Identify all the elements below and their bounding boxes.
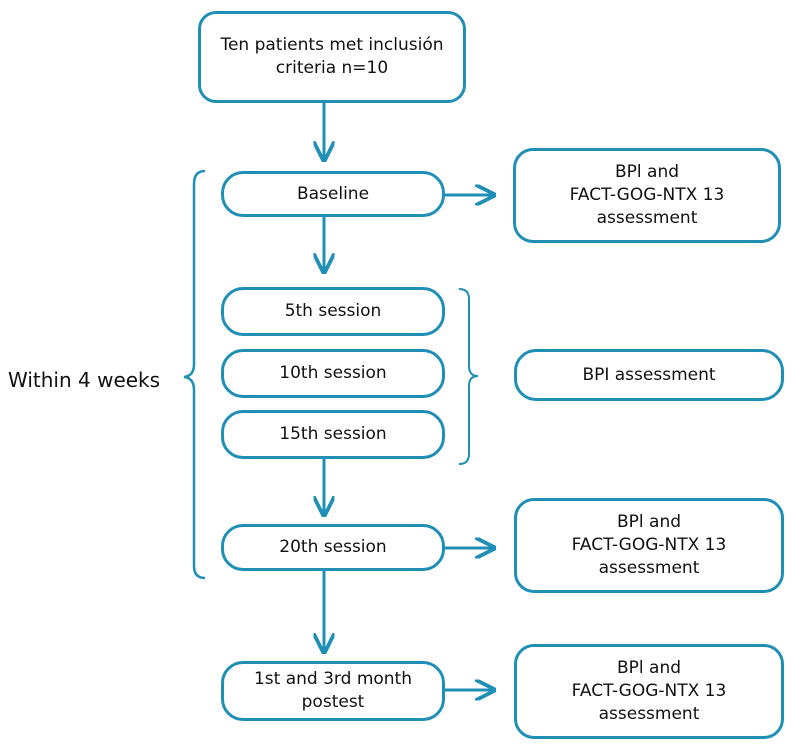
session-10-label: 10th session <box>279 363 387 383</box>
postest-line-2: postest <box>301 692 365 712</box>
session-5-label: 5th session <box>284 301 382 321</box>
assessment-3-line-3: assessment <box>598 558 700 578</box>
session-15-box: 15th session <box>221 410 445 459</box>
assessment-4-line-2: FACT-GOG-NTX 13 <box>571 681 727 701</box>
baseline-label: Baseline <box>296 183 370 204</box>
assessment-3-line-2: FACT-GOG-NTX 13 <box>571 535 727 555</box>
baseline-box: Baseline <box>221 171 445 217</box>
assessment-4-line-3: assessment <box>598 704 700 724</box>
bpi-assessment-box: BPI assessment <box>514 349 784 401</box>
bpi-assessment-label: BPI assessment <box>582 364 716 385</box>
assessment-3-line-1: BPl and <box>616 512 682 532</box>
assessment-4-line-1: BPl and <box>616 658 682 678</box>
session-15-label: 15th session <box>279 424 387 444</box>
session-20-label: 20th session <box>279 537 387 557</box>
within-4-weeks-label: Within 4 weeks <box>8 368 161 392</box>
assessment-1-line-1: BPl and <box>614 162 680 182</box>
assessment-1-line-2: FACT-GOG-NTX 13 <box>569 185 725 205</box>
start-line-2: criteria n=10 <box>275 58 389 78</box>
start-line-1: Ten patients met inclusión <box>220 35 444 55</box>
left-brace <box>183 169 206 580</box>
postest-box: 1st and 3rd month postest <box>221 661 445 721</box>
right-brace <box>458 288 479 465</box>
assessment-1-line-3: assessment <box>596 208 698 228</box>
session-10-box: 10th session <box>221 349 445 398</box>
start-box: Ten patients met inclusión criteria n=10 <box>198 11 466 103</box>
session-20-box: 20th session <box>221 524 445 571</box>
session-5-box: 5th session <box>221 287 445 336</box>
postest-line-1: 1st and 3rd month <box>253 669 412 689</box>
